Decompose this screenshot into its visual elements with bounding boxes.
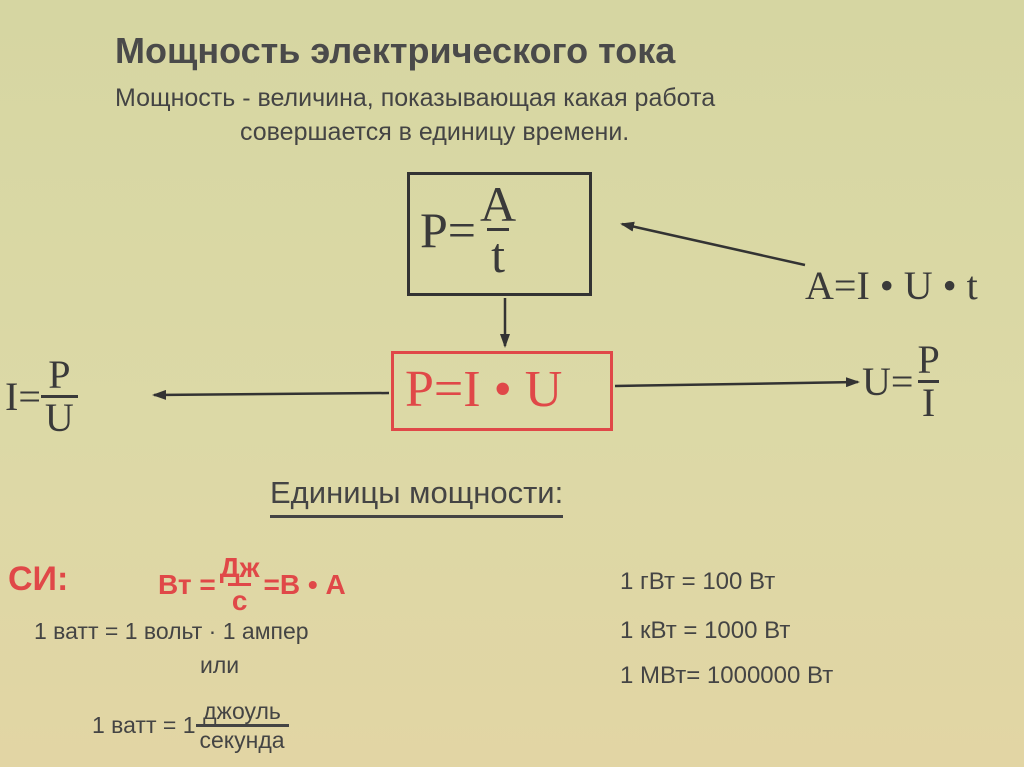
si-label: СИ:: [8, 560, 69, 598]
voltage-formula-lhs: U=: [862, 359, 914, 404]
si-formula-rhs: =В • А: [263, 568, 346, 600]
watt-joule-numerator: джоуль: [203, 698, 281, 724]
current-formula-lhs: I=: [5, 374, 41, 419]
units-heading: Единицы мощности:: [270, 475, 564, 518]
watt-joule-fraction: джоуль секунда: [195, 698, 289, 753]
arrow-work-to-main: [620, 221, 806, 267]
watt-definition-line: 1 ватт = 1 вольт · 1 ампер: [34, 618, 309, 644]
watt-joule-lhs: 1 ватт = 1: [92, 712, 196, 738]
watt-definition-or: или: [200, 652, 240, 678]
voltage-formula: U= P I: [862, 340, 944, 423]
current-formula: I= P U: [5, 355, 78, 438]
voltage-formula-numerator: P: [917, 337, 940, 382]
si-formula-fraction: Дж с: [216, 553, 264, 616]
definition-line-2: совершается в единицу времени.: [240, 118, 630, 146]
main-formula-lhs: P=: [420, 201, 477, 258]
main-formula: P= A t: [420, 176, 520, 280]
si-formula: Вт = Дж с =В • А: [158, 553, 346, 616]
work-formula: A=I • U • t: [805, 263, 978, 308]
arrow-power-to-current: [152, 389, 390, 400]
current-formula-fraction: P U: [40, 352, 78, 438]
watt-joule-denominator: секунда: [195, 724, 289, 753]
si-formula-denominator: с: [227, 583, 252, 616]
current-formula-numerator: P: [48, 352, 71, 397]
power-formula-box: [391, 351, 613, 431]
main-formula-denominator: t: [487, 228, 510, 280]
si-formula-lhs: Вт =: [158, 568, 216, 600]
voltage-formula-denominator: I: [917, 380, 940, 423]
main-formula-box: [407, 172, 592, 296]
current-formula-denominator: U: [40, 395, 78, 438]
conversion-megawatt: 1 МВт= 1000000 Вт: [620, 662, 834, 689]
power-formula: P=I • U: [405, 361, 563, 418]
watt-joule-definition: 1 ватт = 1 джоуль секунда: [92, 698, 289, 753]
conversion-kilowatt: 1 кВт = 1000 Вт: [620, 617, 791, 644]
arrow-power-to-voltage: [614, 377, 860, 388]
definition-line-1: Мощность - величина, показывающая какая …: [115, 84, 716, 112]
page-title: Мощность электрического тока: [115, 30, 676, 71]
main-formula-numerator: A: [480, 176, 517, 232]
voltage-formula-fraction: P I: [913, 340, 943, 423]
main-formula-fraction: A t: [476, 176, 520, 280]
conversion-hectowatt: 1 гВт = 100 Вт: [620, 568, 776, 595]
si-formula-numerator: Дж: [219, 552, 260, 583]
